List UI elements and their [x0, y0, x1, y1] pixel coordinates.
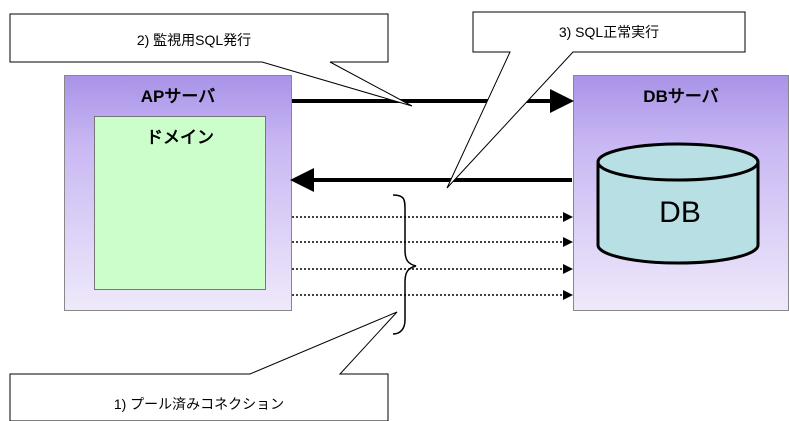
db-cylinder [596, 142, 760, 265]
domain-label: ドメイン [146, 128, 214, 147]
callout-sql-success [446, 11, 746, 189]
callout-issue-sql [9, 13, 413, 107]
connection-brace [392, 194, 417, 335]
ap-server: APサーバ ドメイン [64, 75, 292, 311]
callout-issue-sql-text: 2) 監視用SQL発行 [136, 32, 252, 48]
db-server-title: DBサーバ [643, 87, 719, 106]
domain-box: ドメイン [94, 116, 266, 290]
callout-pooled-connections [9, 311, 398, 421]
db-label: DB [659, 196, 701, 229]
callout-pooled-connections-text: 1) プール済みコネクション [113, 396, 285, 412]
ap-server-title: APサーバ [140, 87, 216, 106]
callout-sql-success-text: 3) SQL正常実行 [558, 24, 660, 40]
